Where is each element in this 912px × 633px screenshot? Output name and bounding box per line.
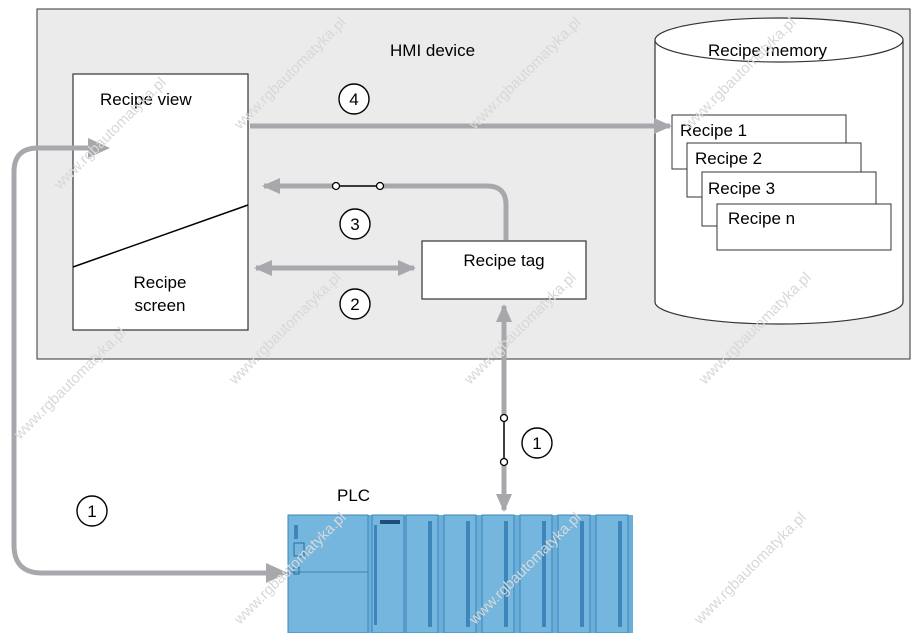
recipe-memory: Recipe memory Recipe 1 Recipe 2 Recipe 3… (654, 17, 904, 325)
arrow-3 (262, 178, 509, 240)
svg-text:3: 3 (350, 215, 359, 234)
step-1-left: 1 (76, 495, 108, 527)
recipe-memory-title: Recipe memory (708, 41, 828, 60)
switch-1 (498, 413, 510, 467)
recipe-card-n (716, 203, 892, 251)
watermark: www.rgbautomatyka.pl (690, 509, 809, 628)
step-4: 4 (338, 83, 370, 115)
arrow-1-loop-head-bottom (266, 563, 288, 583)
recipe-tag-box (421, 240, 587, 300)
recipe-tag-label: Recipe tag (463, 251, 544, 270)
svg-text:1: 1 (87, 502, 96, 521)
step-3: 3 (339, 208, 371, 240)
switch-3 (331, 180, 385, 192)
recipe-3-label: Recipe 3 (708, 179, 775, 198)
hmi-device-title: HMI device (390, 41, 475, 60)
recipe-n-label: Recipe n (728, 209, 795, 228)
plc-device (287, 514, 633, 633)
recipe-view-label: Recipe view (100, 90, 192, 109)
recipe-view-screen: Recipe view Recipe screen (72, 73, 249, 331)
recipe-screen-label-2: screen (134, 296, 185, 315)
plc-label: PLC (337, 486, 370, 505)
arrow-1-loop (11, 145, 280, 576)
svg-text:2: 2 (350, 295, 359, 314)
recipe-screen-label-1: Recipe (134, 273, 187, 292)
svg-text:1: 1 (532, 434, 541, 453)
arrow-1-loop-head-top (88, 138, 110, 158)
step-2: 2 (339, 288, 371, 320)
step-1-right: 1 (521, 427, 553, 459)
recipe-2-label: Recipe 2 (695, 149, 762, 168)
svg-text:4: 4 (349, 90, 358, 109)
recipe-1-label: Recipe 1 (680, 121, 747, 140)
